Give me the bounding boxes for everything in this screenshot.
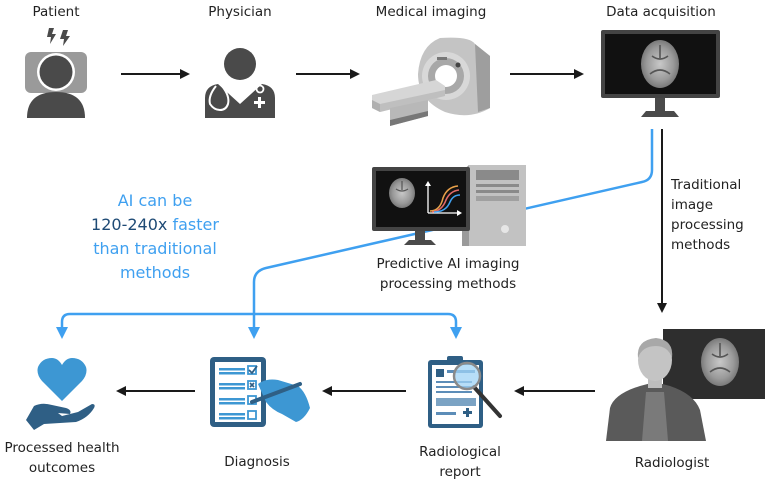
heart-icon: [37, 358, 87, 401]
node-label-patient: Patient: [32, 4, 79, 20]
node-label-outcomes-line-1: Processed health: [4, 440, 119, 456]
node-label-predictive-ai-line-2: processing methods: [380, 276, 516, 292]
node-label-report-line-2: report: [439, 464, 480, 480]
radiologist-icon: [606, 329, 765, 441]
ai-workstation-icon: [372, 165, 526, 246]
traditional-label-line-2: image: [671, 197, 713, 213]
traditional-label-line-4: methods: [671, 237, 730, 253]
heart-in-hand-icon: [26, 358, 95, 430]
callout-line-1: AI can be: [118, 191, 193, 210]
node-label-outcomes-line-2: outcomes: [29, 460, 95, 476]
magnifying-glass-icon: [452, 361, 502, 418]
traditional-label-line-1: Traditional: [670, 177, 741, 193]
medical-cross-icon: [254, 97, 265, 108]
node-label-physician: Physician: [208, 4, 271, 20]
traditional-path-label: Traditional image processing methods: [670, 177, 744, 253]
headache-lightning-icon: [47, 28, 70, 46]
callout-line-4: methods: [120, 263, 190, 282]
callout-line-3: than traditional: [93, 239, 217, 258]
traditional-label-line-3: processing: [671, 217, 744, 233]
diagnosis-checklist-icon: [210, 357, 310, 427]
callout-line-2-rest: faster: [167, 215, 219, 234]
node-label-report-line-1: Radiological: [419, 444, 501, 460]
arrow-ai-processing-to-outcomes: [56, 312, 254, 339]
computer-tower-icon: [462, 165, 526, 246]
node-label-medical-imaging: Medical imaging: [376, 4, 487, 20]
callout-speedup-value: 120-240x: [91, 215, 167, 234]
patient-icon: [25, 28, 87, 118]
ai-speed-callout: AI can be 120-240x faster than tradition…: [91, 191, 219, 282]
node-label-radiologist: Radiologist: [635, 455, 710, 471]
brain-scan-icon: [641, 40, 679, 88]
arrow-ai-processing-to-diagnosis: [248, 129, 654, 339]
node-label-data-acquisition: Data acquisition: [606, 4, 716, 20]
callout-line-2: 120-240x faster: [91, 215, 219, 234]
growth-curve-chart-icon: [425, 181, 462, 216]
arrow-ai-processing-to-report: [254, 312, 462, 339]
mri-scanner-icon: [372, 37, 490, 126]
brain-scan-icon: [701, 338, 739, 386]
node-label-diagnosis: Diagnosis: [224, 454, 290, 470]
monitor-icon: [601, 30, 720, 117]
medical-cross-icon: [463, 408, 472, 417]
physician-icon: [205, 48, 275, 118]
writing-hand-icon: [250, 379, 310, 422]
node-label-predictive-ai-line-1: Predictive AI imaging: [377, 256, 520, 272]
hand-icon: [26, 403, 95, 430]
radiology-report-icon: [428, 356, 502, 428]
stethoscope-icon: [208, 85, 230, 112]
